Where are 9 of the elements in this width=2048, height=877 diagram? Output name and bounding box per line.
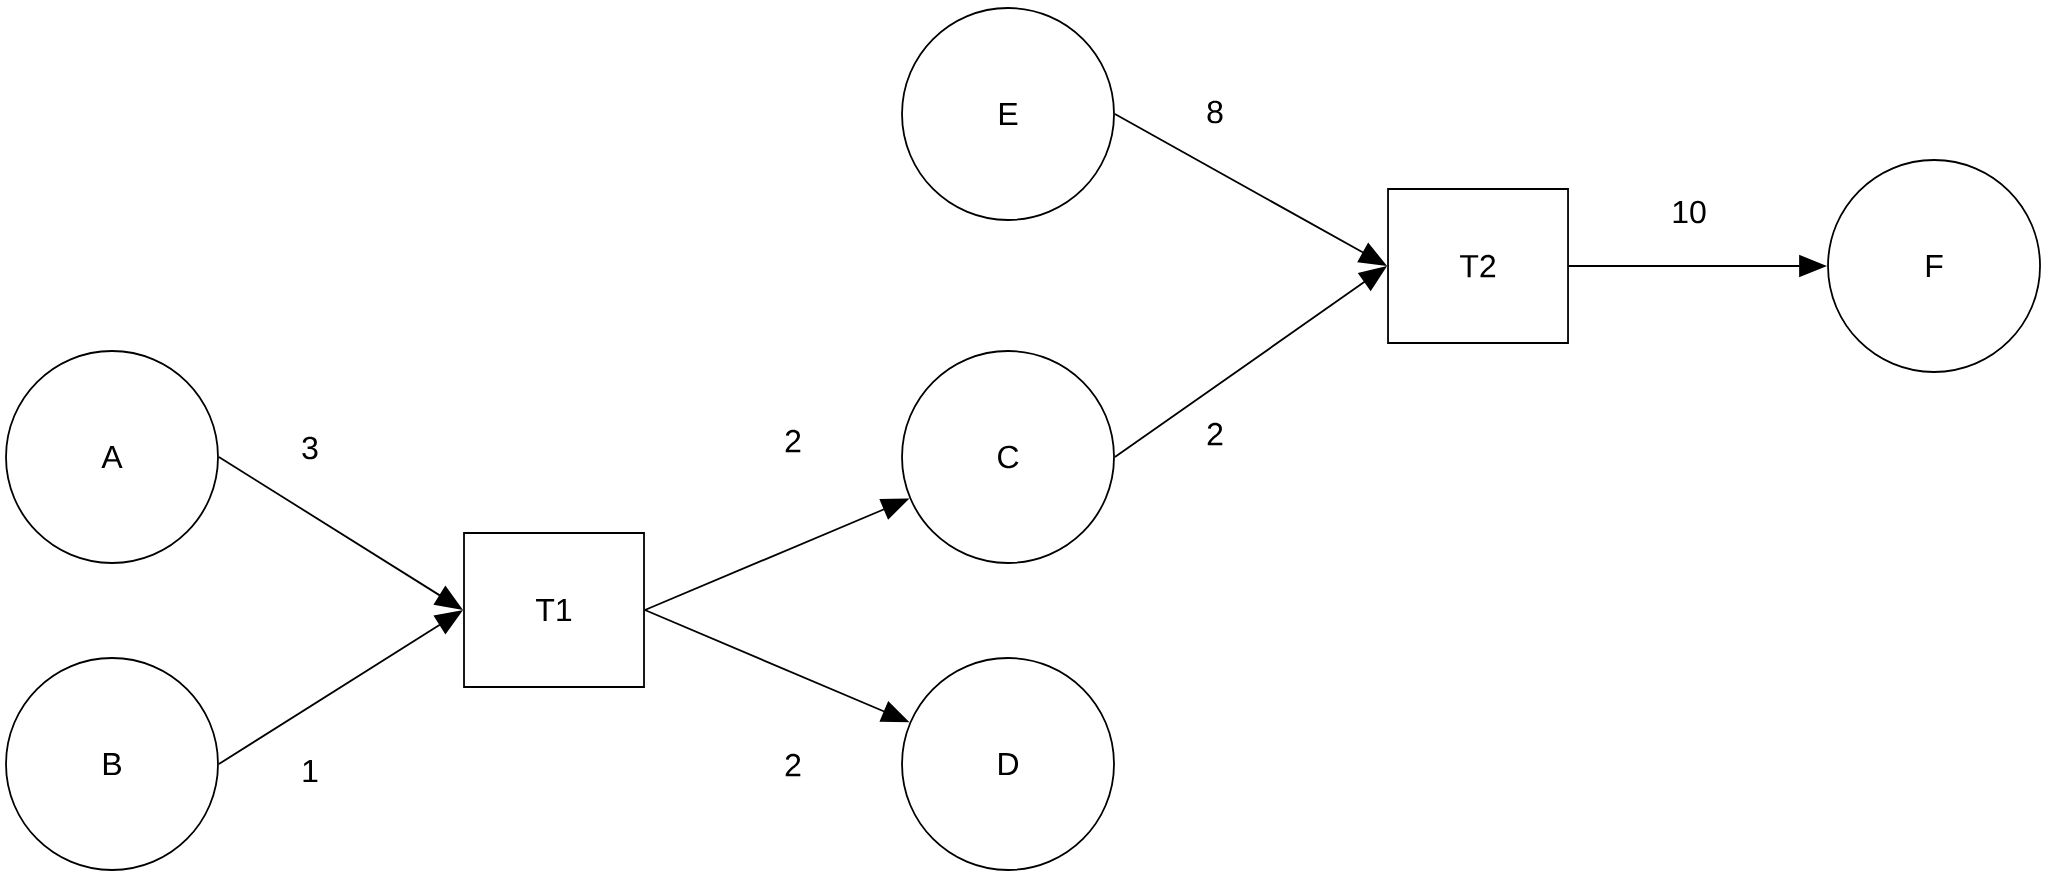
edge-label: 2 [782,751,804,779]
process-box: T2 [1387,188,1569,344]
process-box: T1 [463,532,645,688]
edge-label: 10 [1669,198,1709,226]
edge-label: 2 [782,427,804,455]
edge-label: 2 [1204,420,1226,448]
edge-label: 1 [299,758,321,784]
edge-label: 8 [1204,98,1226,126]
edge-label: 3 [299,434,321,462]
